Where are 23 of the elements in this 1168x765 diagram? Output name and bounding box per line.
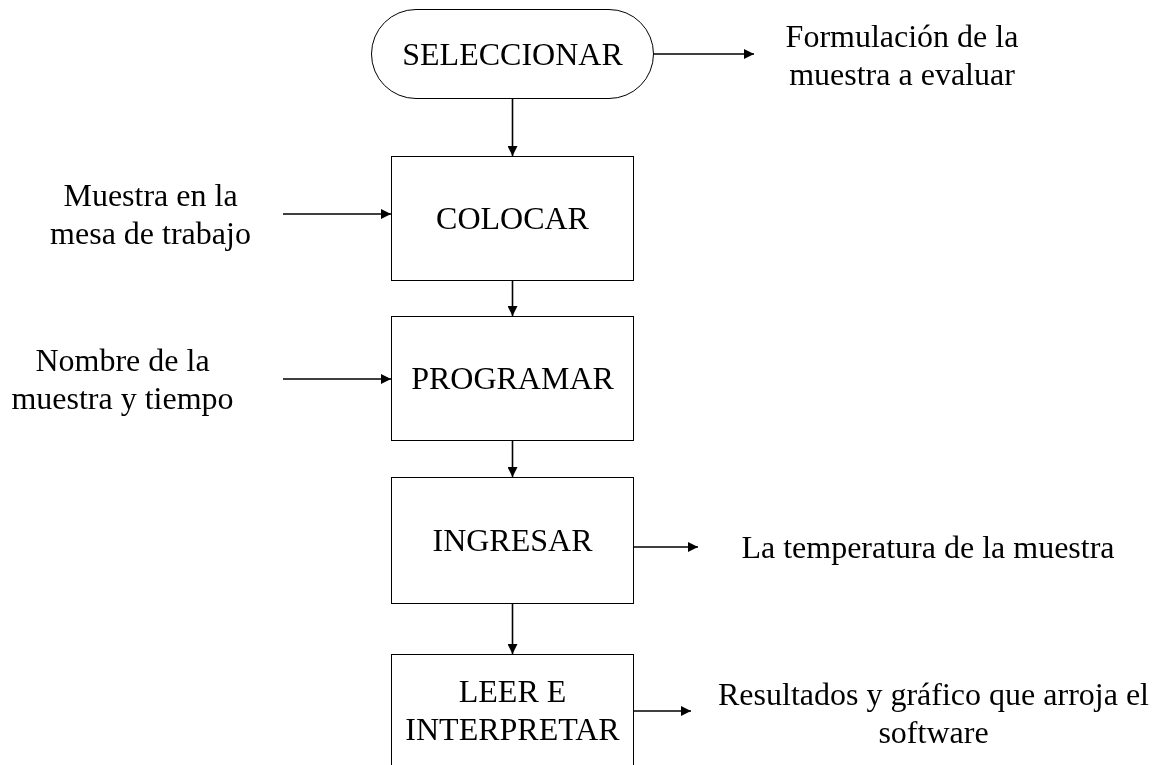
arrow (507, 280, 518, 317)
node-text: Formulación de la muestra a evaluar (784, 16, 1020, 94)
process-box (391, 156, 634, 281)
node-label: COLOCAR (436, 199, 589, 238)
arrow (633, 542, 699, 552)
arrow (633, 706, 692, 716)
node-text: La temperatura de la muestra (741, 527, 1115, 567)
node-text: Resultados y gráfico que arroja el software (717, 674, 1150, 752)
arrow (282, 209, 392, 219)
node-label: SELECCIONAR (402, 34, 623, 74)
arrow (653, 49, 755, 59)
node-label: PROGRAMAR (411, 359, 614, 398)
node-text: Nombre de la muestra y tiempo (10, 340, 235, 418)
node-label: INGRESAR (432, 521, 593, 560)
node-text: Muestra en la mesa de trabajo (49, 175, 252, 253)
process-box (391, 316, 634, 441)
node-label: LEER E INTERPRETAR (404, 671, 621, 749)
process-box (391, 477, 634, 604)
arrow (507, 603, 518, 655)
arrow (507, 98, 518, 157)
arrow (507, 440, 518, 478)
process-box (391, 654, 634, 765)
arrow (282, 374, 392, 384)
